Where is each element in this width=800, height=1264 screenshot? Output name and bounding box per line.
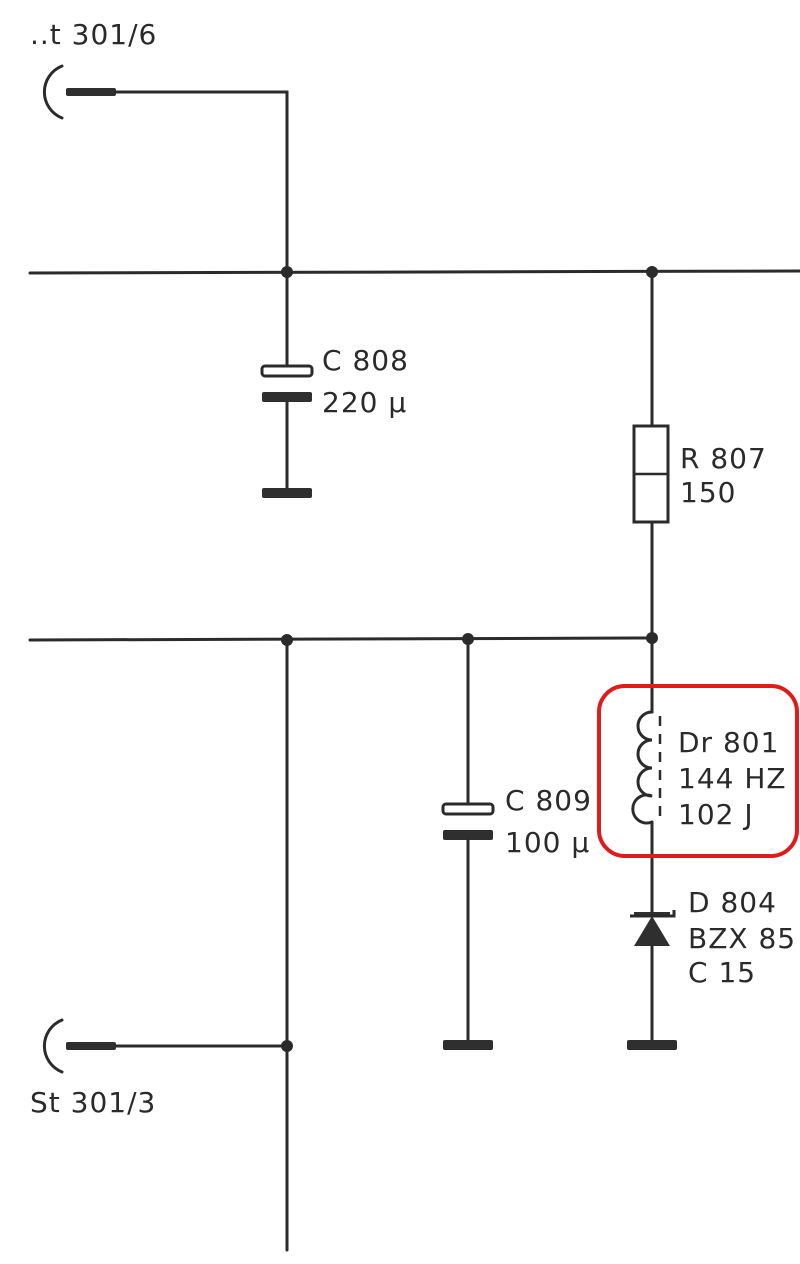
c808-value-label: 220 µ bbox=[322, 386, 407, 419]
capacitor-plate-positive bbox=[441, 802, 495, 816]
connector-pin bbox=[66, 88, 116, 96]
connector-hook-icon bbox=[42, 64, 64, 120]
d804-line3-label: C 15 bbox=[688, 956, 756, 989]
inductor-coil-icon bbox=[631, 710, 654, 825]
wire-upper-bus bbox=[28, 269, 800, 275]
wire-lower-bus bbox=[28, 636, 654, 642]
ground-symbol bbox=[443, 1040, 493, 1050]
c809-ref-label: C 809 bbox=[505, 784, 592, 817]
c808-ref-label: C 808 bbox=[322, 344, 409, 377]
diode-d804: D 804 BZX 85 C 15 bbox=[630, 886, 796, 989]
connector-label-top: ..t 301/6 bbox=[30, 18, 157, 51]
d804-line2-label: BZX 85 bbox=[688, 922, 796, 955]
dr801-line2-label: 144 HZ bbox=[678, 762, 787, 795]
zener-bend bbox=[630, 910, 676, 918]
d804-ref-label: D 804 bbox=[688, 886, 777, 919]
junction-dot bbox=[281, 1040, 293, 1052]
r807-value-label: 150 bbox=[680, 476, 736, 509]
ground-symbol bbox=[627, 1040, 677, 1050]
capacitor-plate-negative bbox=[443, 830, 493, 840]
connector-hook-icon bbox=[42, 1018, 64, 1074]
wire-top-connector bbox=[114, 90, 289, 274]
capacitor-c808: C 808 220 µ bbox=[260, 344, 409, 419]
capacitor-plate-negative bbox=[262, 392, 312, 402]
capacitor-plate-positive bbox=[260, 364, 314, 378]
highlight-box bbox=[597, 684, 799, 858]
r807-ref-label: R 807 bbox=[680, 442, 767, 475]
c809-value-label: 100 µ bbox=[505, 826, 590, 859]
diode-triangle-icon bbox=[634, 916, 670, 946]
dr801-ref-label: Dr 801 bbox=[678, 726, 779, 759]
capacitor-c809: C 809 100 µ bbox=[441, 784, 592, 859]
inductor-dr801: Dr 801 144 HZ 102 J bbox=[631, 710, 787, 831]
connector-st301-3: St 301/3 bbox=[30, 1018, 156, 1119]
dr801-line3-label: 102 J bbox=[678, 798, 754, 831]
ground-symbol bbox=[262, 488, 312, 498]
connector-label-bottom: St 301/3 bbox=[30, 1086, 156, 1119]
resistor-r807: R 807 150 bbox=[632, 424, 767, 524]
connector-pin bbox=[66, 1042, 116, 1050]
connector-st301-6: ..t 301/6 bbox=[30, 18, 157, 120]
